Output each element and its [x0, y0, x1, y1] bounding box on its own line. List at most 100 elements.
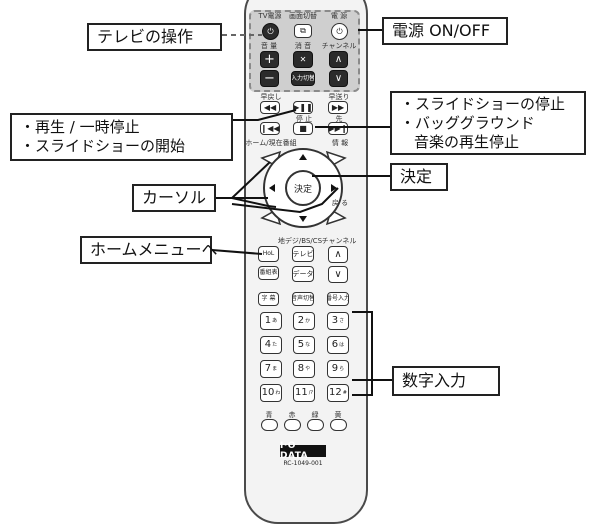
rewind-icon: ◀◀	[263, 102, 277, 112]
numpad-key-number: 2	[297, 315, 305, 326]
screen-display-button[interactable]: ⧉	[294, 24, 312, 38]
tv-control-dashed-outline	[249, 10, 360, 92]
fast-forward-button[interactable]: ▶▶	[328, 101, 348, 114]
tag-fast-forward: 早送り	[328, 93, 350, 101]
numpad-key-number: 10	[261, 387, 275, 398]
tag-info: 情 報	[331, 139, 349, 147]
stop-icon: ■	[299, 123, 307, 133]
dpad-graphic: 決定	[260, 148, 347, 228]
numpad-key[interactable]: 12#	[327, 384, 349, 402]
leader-numpad-bottom	[352, 380, 373, 396]
callout-stop-line2: ・バッググラウンド	[400, 113, 535, 132]
fast-forward-icon: ▶▶	[331, 102, 345, 112]
callout-tv-operation: テレビの操作	[87, 23, 222, 51]
enter-button[interactable]	[285, 170, 321, 206]
tag-channel-2: チャンネル	[321, 237, 357, 245]
tv-button[interactable]: テレビ	[292, 246, 314, 262]
numpad-key-kana: な	[305, 342, 311, 348]
tag-screen-display: 画面切替	[289, 12, 317, 20]
numpad-key[interactable]: 11/?	[293, 384, 315, 402]
callout-play-pause: ・再生 / 一時停止 ・スライドショーの開始	[10, 113, 233, 161]
tag-rewind: 早戻し	[260, 93, 282, 101]
number-input-button[interactable]: 番号入力	[327, 292, 349, 306]
cursor-left-arrow[interactable]	[269, 184, 275, 192]
power-button[interactable]: ⏻	[331, 23, 348, 40]
tag-green: 緑	[311, 411, 319, 419]
leader-cursor-up	[216, 161, 271, 199]
chevron-down-icon: ∨	[334, 72, 343, 84]
volume-down-button[interactable]: −	[260, 70, 279, 87]
numpad-key-number: 11	[294, 387, 308, 398]
numpad-key-kana: は	[339, 342, 345, 348]
numpad-key-kana: あ	[272, 318, 278, 324]
callout-play-pause-line2: ・スライドショーの開始	[20, 137, 186, 155]
tag-yellow: 黄	[334, 411, 342, 419]
leader-lines	[211, 29, 392, 396]
audio-switch-button[interactable]: 音声切替	[292, 292, 314, 306]
program-guide-button[interactable]: 番組表	[258, 266, 279, 280]
tag-channel: チャンネル	[321, 42, 357, 50]
data-button[interactable]: データ	[292, 266, 314, 282]
power-icon: ⏻	[336, 26, 343, 36]
cursor-up-arrow[interactable]	[299, 154, 307, 160]
numpad-key-kana: た	[272, 342, 278, 348]
input-switch-button[interactable]: 入力切替	[291, 71, 315, 86]
numpad-key-number: 3	[331, 315, 339, 326]
tv-power-button[interactable]: ⏻	[262, 23, 279, 40]
green-button[interactable]	[307, 419, 324, 431]
callout-numeric-input: 数字入力	[392, 366, 500, 396]
numpad-key-number: 5	[297, 339, 305, 350]
leader-cursor-down	[231, 197, 277, 208]
numpad-key-kana: /?	[308, 390, 314, 396]
skip-back-button[interactable]: ❙◀◀	[260, 122, 280, 135]
numpad-key-number: 12	[329, 387, 342, 398]
red-button[interactable]	[284, 419, 301, 431]
mute-icon: ✕	[299, 54, 307, 64]
numpad-key-number: 4	[264, 339, 272, 350]
callout-play-pause-line1: ・再生 / 一時停止	[20, 118, 140, 136]
rewind-button[interactable]: ◀◀	[260, 101, 280, 114]
numpad-key-number: 9	[331, 363, 339, 374]
callout-cursor: カーソル	[132, 184, 216, 212]
skip-back-icon: ❙◀◀	[260, 123, 280, 133]
channel-up-button[interactable]: ∧	[329, 51, 348, 68]
stop-button[interactable]: ■	[293, 122, 313, 135]
callout-power: 電源 ON/OFF	[382, 17, 508, 45]
callout-enter: 決定	[390, 163, 448, 191]
cursor-right-arrow[interactable]	[331, 184, 337, 192]
play-pause-icon: ▶❚❚	[293, 102, 313, 112]
cursor-down-arrow[interactable]	[299, 216, 307, 222]
channel-down-2-button[interactable]: ∨	[328, 266, 348, 283]
tag-input-sources: 地デジ/BS/CS	[277, 237, 323, 245]
model-number: RC-1049-001	[283, 460, 323, 467]
blue-button[interactable]	[261, 419, 278, 431]
numpad-key-kana: ま	[272, 366, 278, 372]
numpad-key-kana: や	[305, 366, 311, 372]
subtitle-button[interactable]: 字 幕	[258, 292, 279, 306]
screen-icon: ⧉	[300, 26, 306, 35]
volume-up-button[interactable]: +	[260, 51, 279, 68]
channel-up-2-button[interactable]: ∧	[328, 246, 348, 263]
tag-home: ホーム/現在番組	[245, 139, 297, 147]
tag-back: 戻 る	[331, 199, 349, 207]
channel-down-button[interactable]: ∨	[329, 70, 348, 87]
mute-button[interactable]: ✕	[293, 51, 313, 68]
tag-mute: 消 音	[294, 42, 312, 50]
numpad-key-kana: か	[305, 318, 311, 324]
numpad-key-kana: #	[342, 390, 347, 396]
play-pause-button[interactable]: ▶❚❚	[293, 101, 313, 114]
numpad-key-number: 7	[264, 363, 272, 374]
yellow-button[interactable]	[330, 419, 347, 431]
numpad-key-kana: わ	[275, 390, 281, 396]
tag-tv-power: TV電源	[258, 12, 282, 20]
